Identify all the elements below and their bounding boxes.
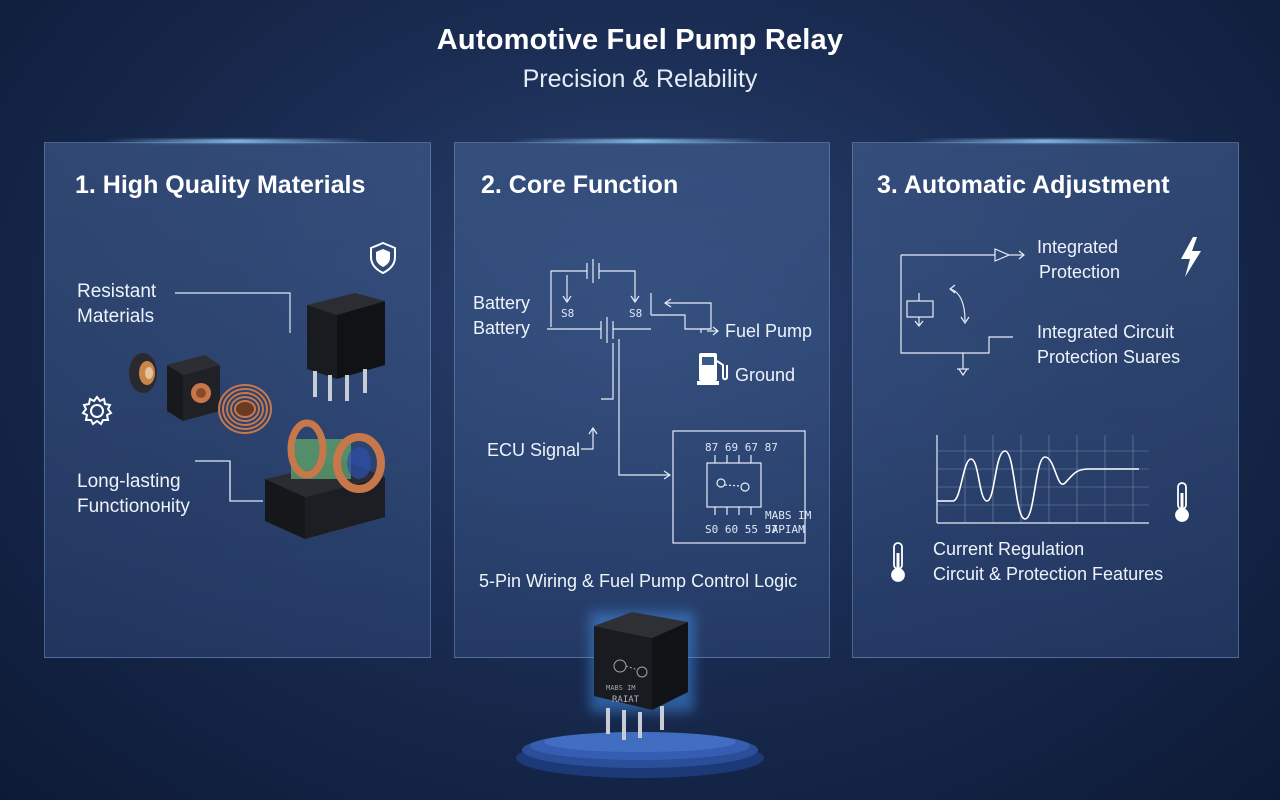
adjustment-diagrams <box>891 237 1201 582</box>
panel-glow <box>910 139 1181 143</box>
page-subtitle: Precision & Relability <box>522 65 758 93</box>
chip-pins-top: 87 69 67 87 <box>705 441 778 454</box>
main-relay-image: MABS IM RAIAT <box>590 612 694 740</box>
label-ground: Ground <box>735 365 796 385</box>
copper-coil <box>218 384 272 434</box>
page-title: Automotive Fuel Pump Relay <box>436 24 844 56</box>
panel-glow <box>102 139 373 143</box>
header: Automotive Fuel Pump Relay Precision & R… <box>0 24 1280 94</box>
relay-front-text-1: MABS IM <box>606 684 636 692</box>
diagram-caption: 5-Pin Wiring & Fuel Pump Control Logic <box>479 571 798 591</box>
label-protection: Protection <box>1039 262 1121 282</box>
label-materials: Materials <box>77 306 155 327</box>
label-s8-right: S8 <box>629 307 643 320</box>
panel-title-core: 2. Core Function <box>481 171 679 199</box>
lightning-icon <box>1181 237 1201 277</box>
label-battery-2: Battery <box>473 318 531 338</box>
terminal-part <box>129 353 157 393</box>
chip-text-2: JAPIAM <box>765 523 805 536</box>
panel-automatic-adjustment: 3. Automatic Adjustment <box>852 139 1239 658</box>
thermometer-icon <box>891 542 905 582</box>
label-integrated: Integrated <box>1037 237 1119 257</box>
panel-title-materials: 1. High Quality Materials <box>75 171 366 199</box>
regulation-wave <box>937 450 1139 520</box>
panel-materials: 1. High Quality Materials <box>44 139 431 658</box>
panel-core-function: 2. Core Function <box>454 139 830 658</box>
label-integrated-circuit: Integrated Circuit <box>1037 322 1175 342</box>
housing-part <box>167 355 220 421</box>
label-long-lasting: Long-lasting <box>77 471 181 492</box>
label-fuel-pump: Fuel Pump <box>725 321 813 341</box>
relay-assembly <box>265 419 385 539</box>
label-current-regulation: Current Regulation <box>933 539 1085 559</box>
fuel-pump-icon <box>697 353 728 385</box>
label-circuit-protection: Circuit & Protection Features <box>933 564 1164 584</box>
materials-illustration <box>81 241 396 539</box>
label-protection-suares: Protection Suares <box>1037 347 1181 367</box>
label-functionality: Functionонity <box>77 496 190 517</box>
relay-front-text-2: RAIAT <box>612 695 640 705</box>
thermometer-icon <box>1175 482 1189 522</box>
panel-title-adjustment: 3. Automatic Adjustment <box>877 171 1170 199</box>
relay-cube-image <box>307 293 385 401</box>
label-s8-left: S8 <box>561 307 575 320</box>
label-ecu-signal: ECU Signal <box>487 440 581 460</box>
chip-text-1: MABS IM <box>765 509 812 522</box>
chip-pins-bottom: S0 60 55 57 <box>705 523 778 536</box>
shield-icon <box>370 241 396 275</box>
wiring-diagram <box>547 259 806 544</box>
display-pedestal <box>516 732 764 778</box>
label-battery-1: Battery <box>473 293 531 313</box>
label-resistant: Resistant <box>77 281 157 302</box>
panel-glow <box>511 139 773 143</box>
gear-icon <box>81 395 113 426</box>
